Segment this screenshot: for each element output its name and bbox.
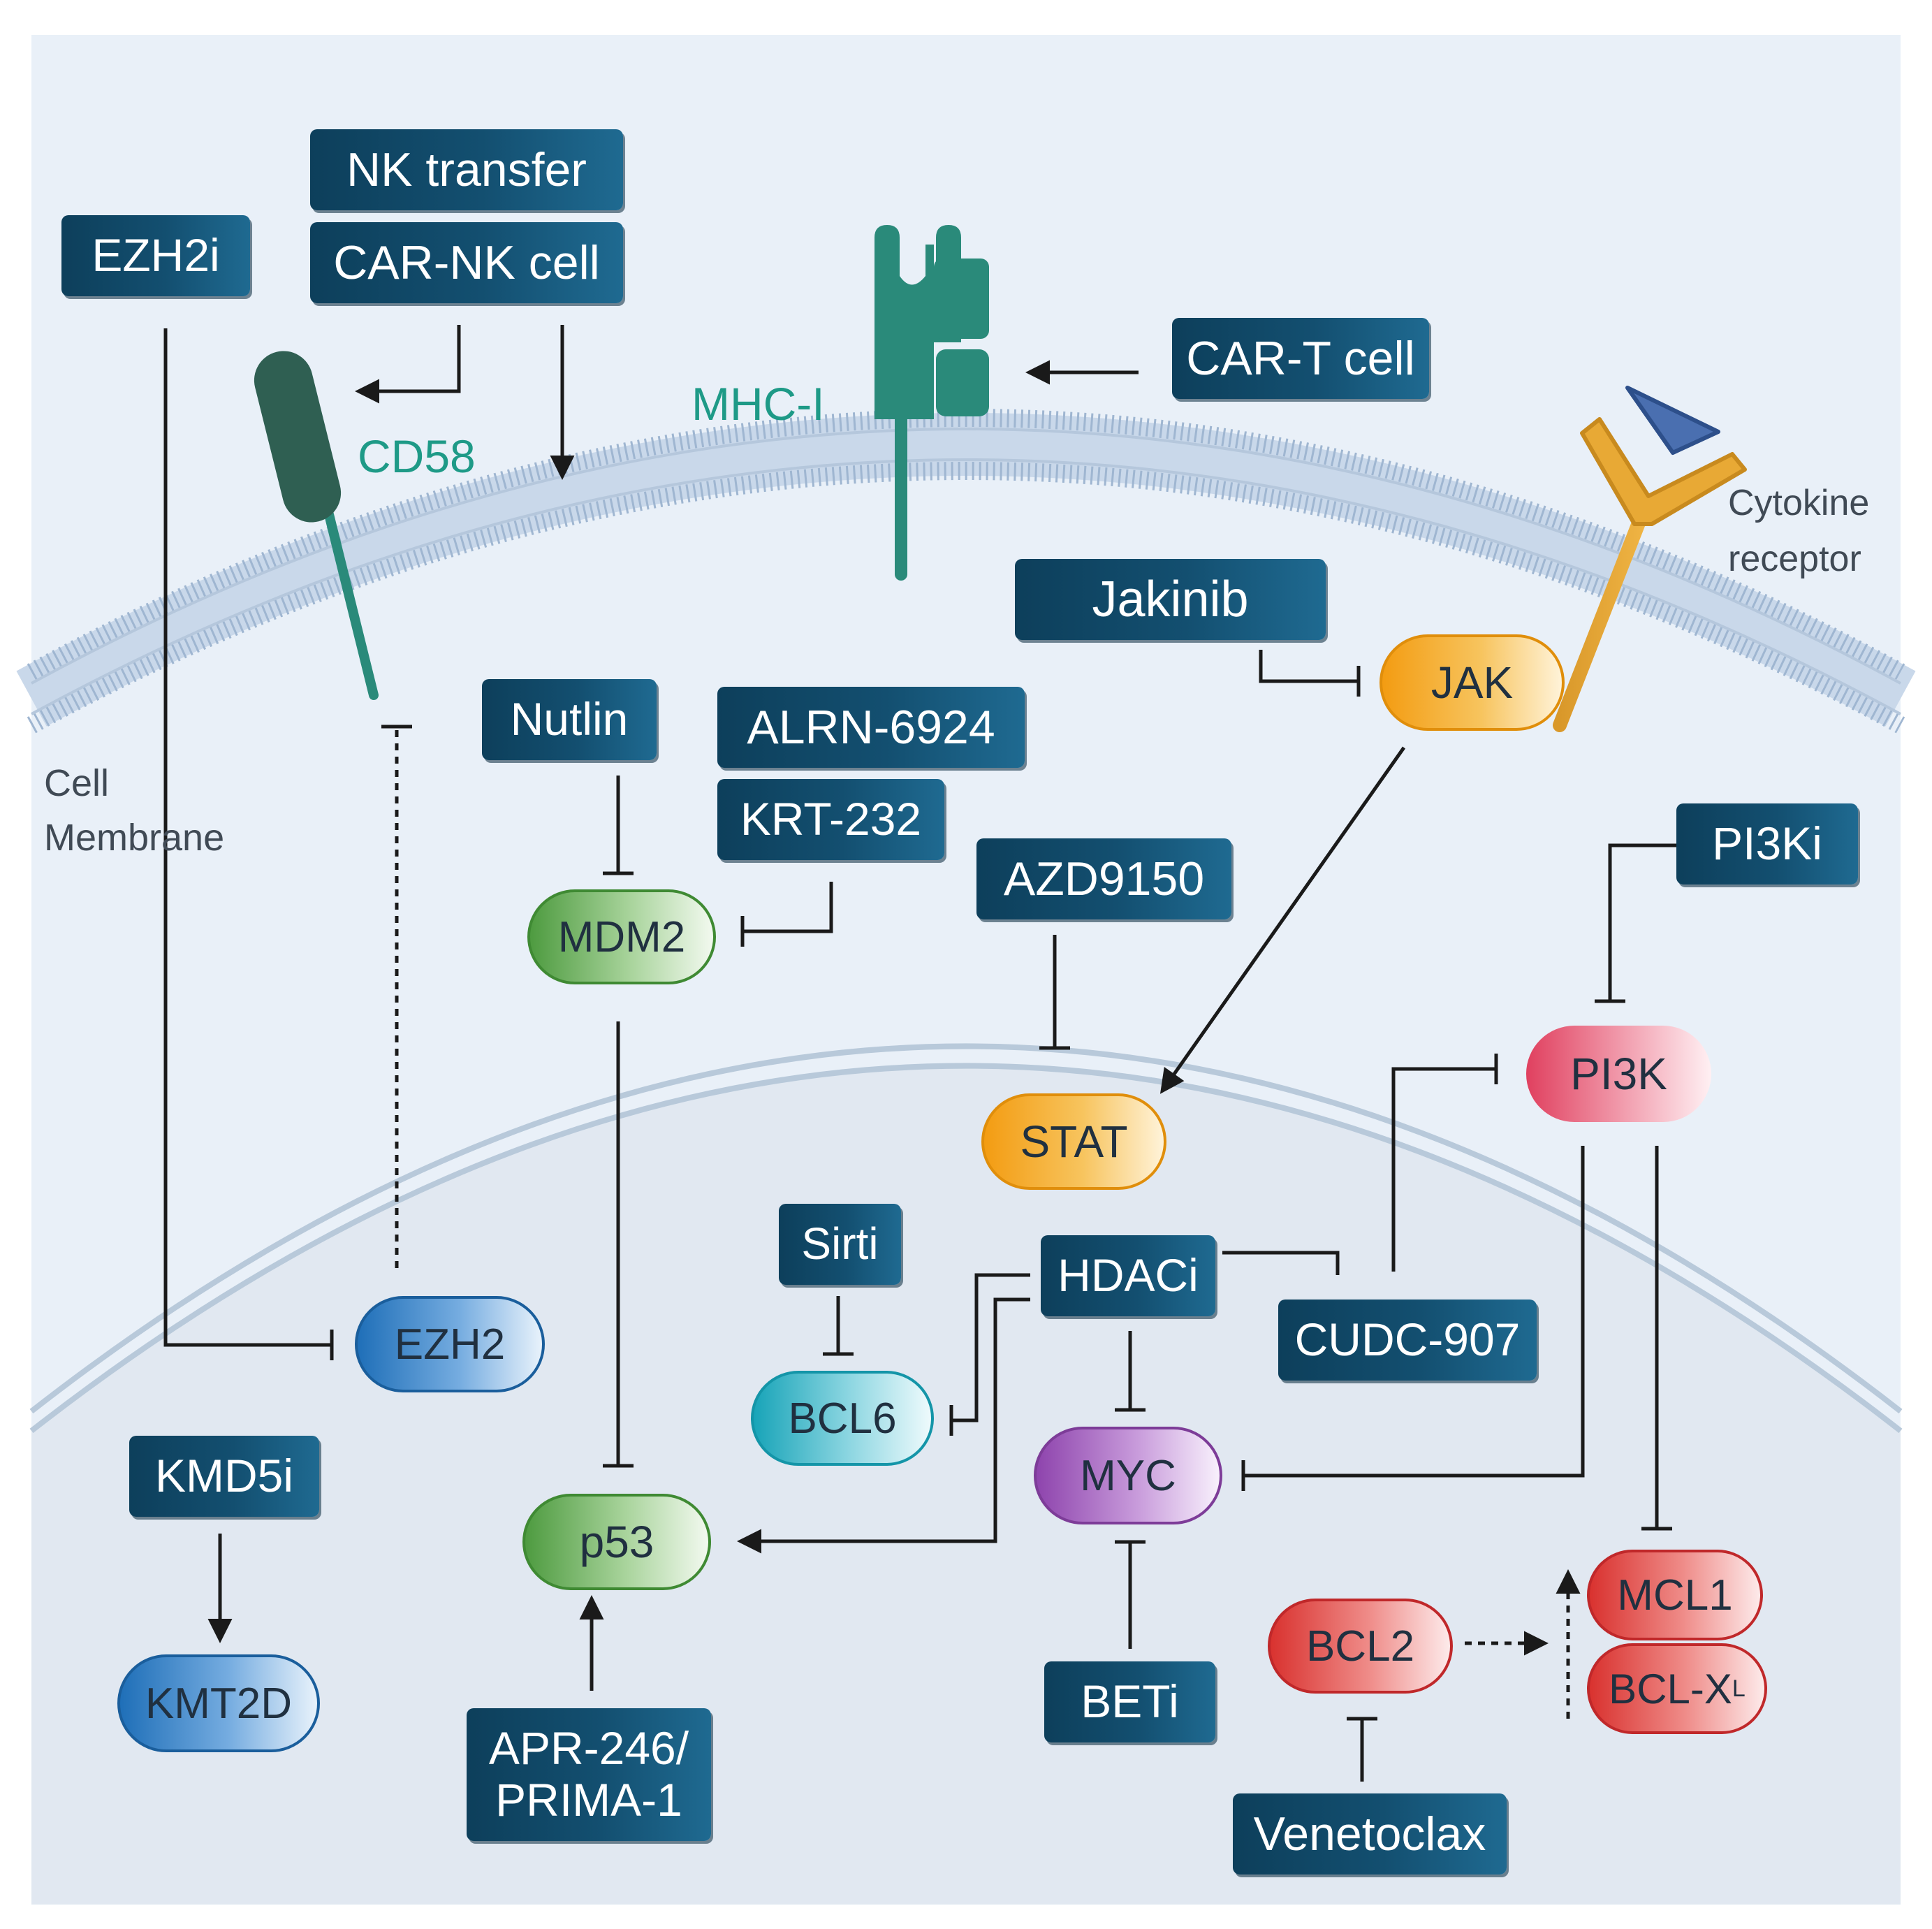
kmt2d-node: KMT2D xyxy=(117,1654,320,1752)
mdm2-node: MDM2 xyxy=(527,889,716,984)
cell-membrane-label-line2: Membrane xyxy=(44,817,225,859)
nucleus-region xyxy=(31,1065,1901,1905)
connector-krt232-inhibits-mdm2 xyxy=(742,882,833,933)
apr-246-prima-1-box: APR-246/ PRIMA-1 xyxy=(467,1708,711,1841)
nk-transfer-box: NK transfer xyxy=(310,129,623,210)
car-t-cell-box: CAR-T cell xyxy=(1172,318,1429,399)
connector-carnk-to-cd58 xyxy=(355,325,461,404)
connector-hdaci-activates-p53 xyxy=(737,1297,1030,1554)
connector-cudc-inhibits-pi3k xyxy=(1391,1067,1496,1272)
jak-node: JAK xyxy=(1380,634,1565,731)
venetoclax-box: Venetoclax xyxy=(1233,1793,1507,1875)
connector-pi3ki-inhibits-pi3k xyxy=(1608,843,1676,1001)
cytokine-receptor xyxy=(1553,386,1747,732)
ezh2i-box: EZH2i xyxy=(61,215,250,296)
azd9150-box: AZD9150 xyxy=(976,838,1231,919)
car-nk-cell-box: CAR-NK cell xyxy=(310,222,623,303)
mhc-i-protein xyxy=(874,225,989,581)
sirti-box: Sirti xyxy=(779,1204,901,1285)
cudc-907-box: CUDC-907 xyxy=(1278,1300,1537,1381)
cd58-protein xyxy=(254,351,379,700)
mcl1-node: MCL1 xyxy=(1587,1550,1763,1640)
connector-jakinib-inhibits-jak xyxy=(1259,650,1359,683)
mhc-i-label: MHC-I xyxy=(691,378,825,430)
kmd5i-box: KMD5i xyxy=(129,1436,319,1517)
bcl-x-subscript: L xyxy=(1732,1675,1746,1702)
krt-232-box: KRT-232 xyxy=(717,779,944,860)
nuclear-envelope-outer xyxy=(29,1043,1903,1414)
connector-jak-to-stat xyxy=(1159,746,1406,1094)
alrn-6924-box: ALRN-6924 xyxy=(717,687,1025,768)
apr-246-label: APR-246/ xyxy=(488,1722,689,1775)
stat-node: STAT xyxy=(981,1093,1166,1190)
p53-node: p53 xyxy=(522,1494,711,1590)
prima-1-label: PRIMA-1 xyxy=(495,1774,682,1826)
bcl6-node: BCL6 xyxy=(751,1371,934,1466)
cytokine-receptor-label-line2: receptor xyxy=(1728,539,1861,579)
connector-hdaci-to-cudc xyxy=(1222,1251,1340,1275)
ezh2-node: EZH2 xyxy=(355,1296,545,1392)
beti-box: BETi xyxy=(1044,1661,1215,1742)
cell-membrane-label-line1: Cell xyxy=(44,762,110,804)
cd58-label: CD58 xyxy=(358,430,476,482)
bcl2-node: BCL2 xyxy=(1268,1599,1453,1694)
pi3ki-box: PI3Ki xyxy=(1676,803,1858,885)
hdaci-box: HDACi xyxy=(1041,1235,1215,1316)
connectors xyxy=(163,325,1676,1782)
connector-pi3k-inhibits-myc xyxy=(1243,1146,1585,1478)
cytokine-receptor-label-line1: Cytokine xyxy=(1728,483,1870,523)
bcl-x-label: BCL-X xyxy=(1609,1665,1732,1712)
pi3k-node: PI3K xyxy=(1526,1026,1711,1122)
myc-node: MYC xyxy=(1034,1427,1222,1524)
nutlin-box: Nutlin xyxy=(482,679,657,760)
connector-ezh2i-inhibits-ezh2 xyxy=(163,328,332,1347)
connector-hdaci-inhibits-bcl6 xyxy=(951,1273,1030,1422)
nuclear-envelope-inner xyxy=(29,1063,1903,1434)
jakinib-box: Jakinib xyxy=(1015,559,1326,640)
